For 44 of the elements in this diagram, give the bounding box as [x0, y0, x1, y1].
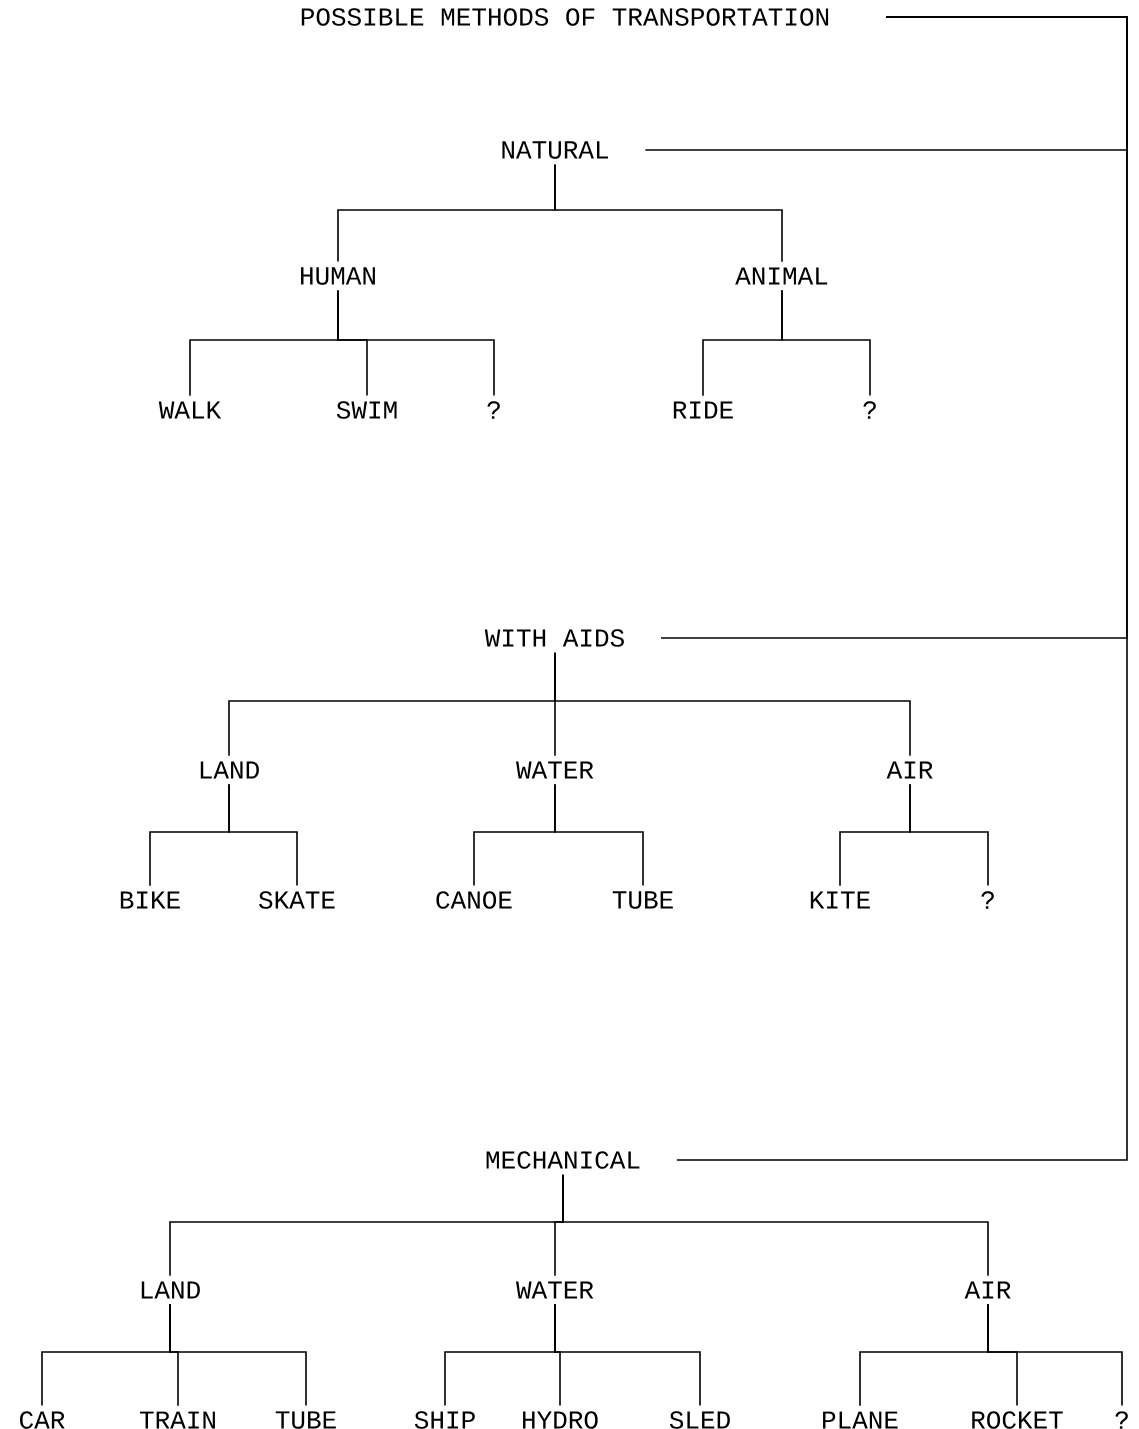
- category-label: PLANE: [823, 1411, 898, 1429]
- tree-connector: [909, 783, 989, 887]
- category-label: LAND: [141, 1281, 200, 1299]
- category-label: WITH AIDS: [484, 629, 624, 647]
- category-label: NATURAL: [502, 141, 608, 159]
- category-label: ?: [1115, 1411, 1128, 1429]
- tree-connector: [337, 289, 495, 397]
- category-label: SWIM: [336, 401, 397, 419]
- category-label: SHIP: [414, 1411, 475, 1429]
- category-label: WATER: [516, 761, 594, 779]
- tree-connector: [562, 1173, 989, 1277]
- category-label: BIKE: [120, 891, 180, 909]
- tree-connector: [554, 1303, 701, 1407]
- category-label: MECHANICAL: [486, 1151, 640, 1169]
- category-label: CANOE: [436, 891, 512, 909]
- category-label: AIR: [886, 761, 933, 779]
- category-label: TUBE: [275, 1411, 336, 1429]
- tree-connector: [781, 289, 871, 397]
- category-label: WATER: [516, 1281, 594, 1299]
- tree-connector: [987, 1303, 1123, 1407]
- category-label: ANIMAL: [735, 267, 828, 285]
- category-label: SLED: [669, 1411, 730, 1429]
- tree-connector: [169, 1303, 307, 1407]
- tree-connector: [228, 783, 298, 887]
- category-label: RIDE: [673, 401, 733, 419]
- category-label: AIR: [964, 1281, 1011, 1299]
- tree-connector: [554, 651, 911, 757]
- title-text: POSSIBLE METHODS OF TRANSPORTATION: [301, 8, 829, 26]
- category-label: CAR: [20, 1411, 65, 1429]
- category-label: HUMAN: [301, 267, 375, 285]
- category-label: TUBE: [612, 891, 673, 909]
- category-label: ?: [863, 401, 876, 419]
- category-label: SKATE: [259, 891, 335, 909]
- category-label: ROCKET: [972, 1411, 1063, 1429]
- category-label: TRAIN: [139, 1411, 215, 1429]
- tree-connector: [554, 163, 783, 263]
- tree-connector: [554, 783, 644, 887]
- category-label: KITE: [810, 891, 870, 909]
- category-label: LAND: [200, 761, 259, 779]
- category-label: ?: [487, 401, 500, 419]
- tree-connector: [676, 16, 1128, 1161]
- category-label: WALK: [158, 401, 222, 419]
- category-label: HYDRO: [523, 1411, 598, 1429]
- category-label: ?: [981, 891, 994, 909]
